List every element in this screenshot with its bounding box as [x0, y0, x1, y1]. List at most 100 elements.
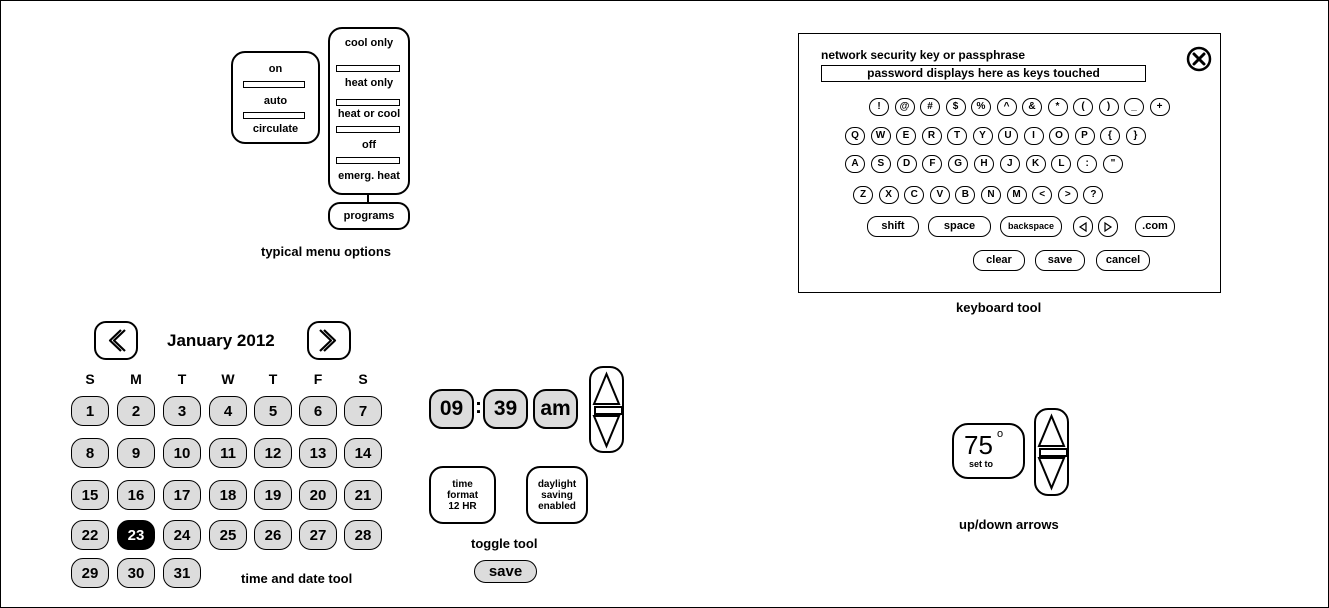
calendar-day[interactable]: 30 [117, 558, 155, 588]
down-arrow-icon[interactable] [591, 412, 622, 452]
key-1-1[interactable]: W [870, 127, 891, 145]
key-1-10[interactable]: { [1100, 127, 1120, 145]
key-0-3[interactable]: $ [945, 98, 966, 116]
key-0-7[interactable]: * [1047, 98, 1068, 116]
menu-option-heat-or-cool[interactable]: heat or cool [337, 108, 401, 120]
dot-com-key[interactable]: .com [1135, 216, 1175, 237]
menu-option-circulate[interactable]: circulate [252, 123, 299, 135]
key-3-8[interactable]: > [1057, 186, 1078, 204]
calendar-day[interactable]: 29 [71, 558, 109, 588]
calendar-day[interactable]: 2 [117, 396, 155, 426]
calendar-day[interactable]: 17 [163, 480, 201, 510]
hour-field[interactable]: 09 [429, 389, 474, 429]
calendar-day[interactable]: 28 [344, 520, 382, 550]
calendar-day[interactable]: 9 [117, 438, 155, 468]
key-3-5[interactable]: N [981, 186, 1001, 204]
ampm-field[interactable]: am [533, 389, 578, 429]
key-1-6[interactable]: U [998, 127, 1018, 145]
key-0-1[interactable]: @ [894, 98, 915, 116]
key-2-4[interactable]: G [948, 155, 969, 173]
key-0-5[interactable]: ^ [996, 98, 1017, 116]
key-2-7[interactable]: K [1025, 155, 1046, 173]
time-format-toggle[interactable]: time format 12 HR [429, 466, 496, 524]
key-1-5[interactable]: Y [972, 127, 993, 145]
calendar-day[interactable]: 20 [299, 480, 337, 510]
key-2-3[interactable]: F [922, 155, 943, 173]
calendar-day[interactable]: 19 [254, 480, 292, 510]
calendar-day[interactable]: 12 [254, 438, 292, 468]
key-3-0[interactable]: Z [853, 186, 873, 204]
key-2-10[interactable]: " [1103, 155, 1123, 173]
key-3-9[interactable]: ? [1083, 186, 1104, 204]
key-2-2[interactable]: D [896, 155, 917, 173]
key-0-0[interactable]: ! [869, 98, 889, 116]
password-field[interactable]: password displays here as keys touched [821, 65, 1146, 82]
key-3-2[interactable]: C [904, 186, 925, 204]
calendar-day[interactable]: 8 [71, 438, 109, 468]
key-2-5[interactable]: H [974, 155, 994, 173]
menu-option-auto[interactable]: auto [263, 95, 288, 107]
calendar-day[interactable]: 27 [299, 520, 337, 550]
daylight-saving-toggle[interactable]: daylight saving enabled [526, 466, 588, 524]
key-0-10[interactable]: _ [1124, 98, 1144, 116]
space-key[interactable]: space [928, 216, 991, 237]
key-0-2[interactable]: # [920, 98, 940, 116]
calendar-day[interactable]: 14 [344, 438, 382, 468]
calendar-day-selected[interactable]: 23 [117, 520, 155, 550]
right-arrow-icon[interactable] [1098, 216, 1118, 237]
menu-option-off[interactable]: off [361, 139, 377, 151]
clear-button[interactable]: clear [973, 250, 1025, 271]
key-2-1[interactable]: S [870, 155, 891, 173]
key-3-6[interactable]: M [1006, 186, 1027, 204]
calendar-day[interactable]: 7 [344, 396, 382, 426]
up-arrow-icon[interactable] [1036, 412, 1067, 452]
menu-option-emerg-heat[interactable]: emerg. heat [338, 170, 400, 182]
key-0-8[interactable]: ( [1073, 98, 1093, 116]
calendar-day[interactable]: 10 [163, 438, 201, 468]
close-x-icon[interactable] [1186, 46, 1212, 72]
menu-option-on[interactable]: on [268, 63, 283, 75]
calendar-day[interactable]: 1 [71, 396, 109, 426]
key-1-2[interactable]: E [896, 127, 916, 145]
calendar-day[interactable]: 21 [344, 480, 382, 510]
shift-key[interactable]: shift [867, 216, 919, 237]
backspace-key[interactable]: backspace [1000, 216, 1062, 237]
calendar-day[interactable]: 24 [163, 520, 201, 550]
key-1-3[interactable]: R [921, 127, 942, 145]
calendar-day[interactable]: 5 [254, 396, 292, 426]
key-0-4[interactable]: % [971, 98, 991, 116]
up-arrow-icon[interactable] [591, 370, 622, 410]
key-0-9[interactable]: ) [1098, 98, 1119, 116]
key-0-6[interactable]: & [1022, 98, 1042, 116]
calendar-day[interactable]: 13 [299, 438, 337, 468]
time-save-button[interactable]: save [474, 560, 537, 583]
prev-month-button[interactable] [94, 321, 138, 360]
left-arrow-icon[interactable] [1073, 216, 1093, 237]
calendar-day[interactable]: 4 [209, 396, 247, 426]
calendar-day[interactable]: 11 [209, 438, 247, 468]
programs-button[interactable]: programs [328, 202, 410, 230]
key-2-8[interactable]: L [1051, 155, 1072, 173]
key-1-4[interactable]: T [947, 127, 967, 145]
next-month-button[interactable] [307, 321, 351, 360]
calendar-day[interactable]: 16 [117, 480, 155, 510]
key-0-11[interactable]: + [1149, 98, 1170, 116]
key-3-7[interactable]: < [1032, 186, 1053, 204]
calendar-day[interactable]: 15 [71, 480, 109, 510]
calendar-day[interactable]: 22 [71, 520, 109, 550]
cancel-button[interactable]: cancel [1096, 250, 1150, 271]
key-1-11[interactable]: } [1125, 127, 1146, 145]
key-2-9[interactable]: : [1077, 155, 1098, 173]
minute-field[interactable]: 39 [483, 389, 528, 429]
key-2-6[interactable]: J [999, 155, 1020, 173]
save-button[interactable]: save [1035, 250, 1085, 271]
key-3-1[interactable]: X [878, 186, 899, 204]
key-1-7[interactable]: I [1023, 127, 1044, 145]
key-2-0[interactable]: A [845, 155, 865, 173]
menu-option-cool-only[interactable]: cool only [344, 37, 394, 49]
calendar-day[interactable]: 31 [163, 558, 201, 588]
calendar-day[interactable]: 6 [299, 396, 337, 426]
menu-option-heat-only[interactable]: heat only [344, 77, 394, 89]
calendar-day[interactable]: 26 [254, 520, 292, 550]
calendar-day[interactable]: 25 [209, 520, 247, 550]
